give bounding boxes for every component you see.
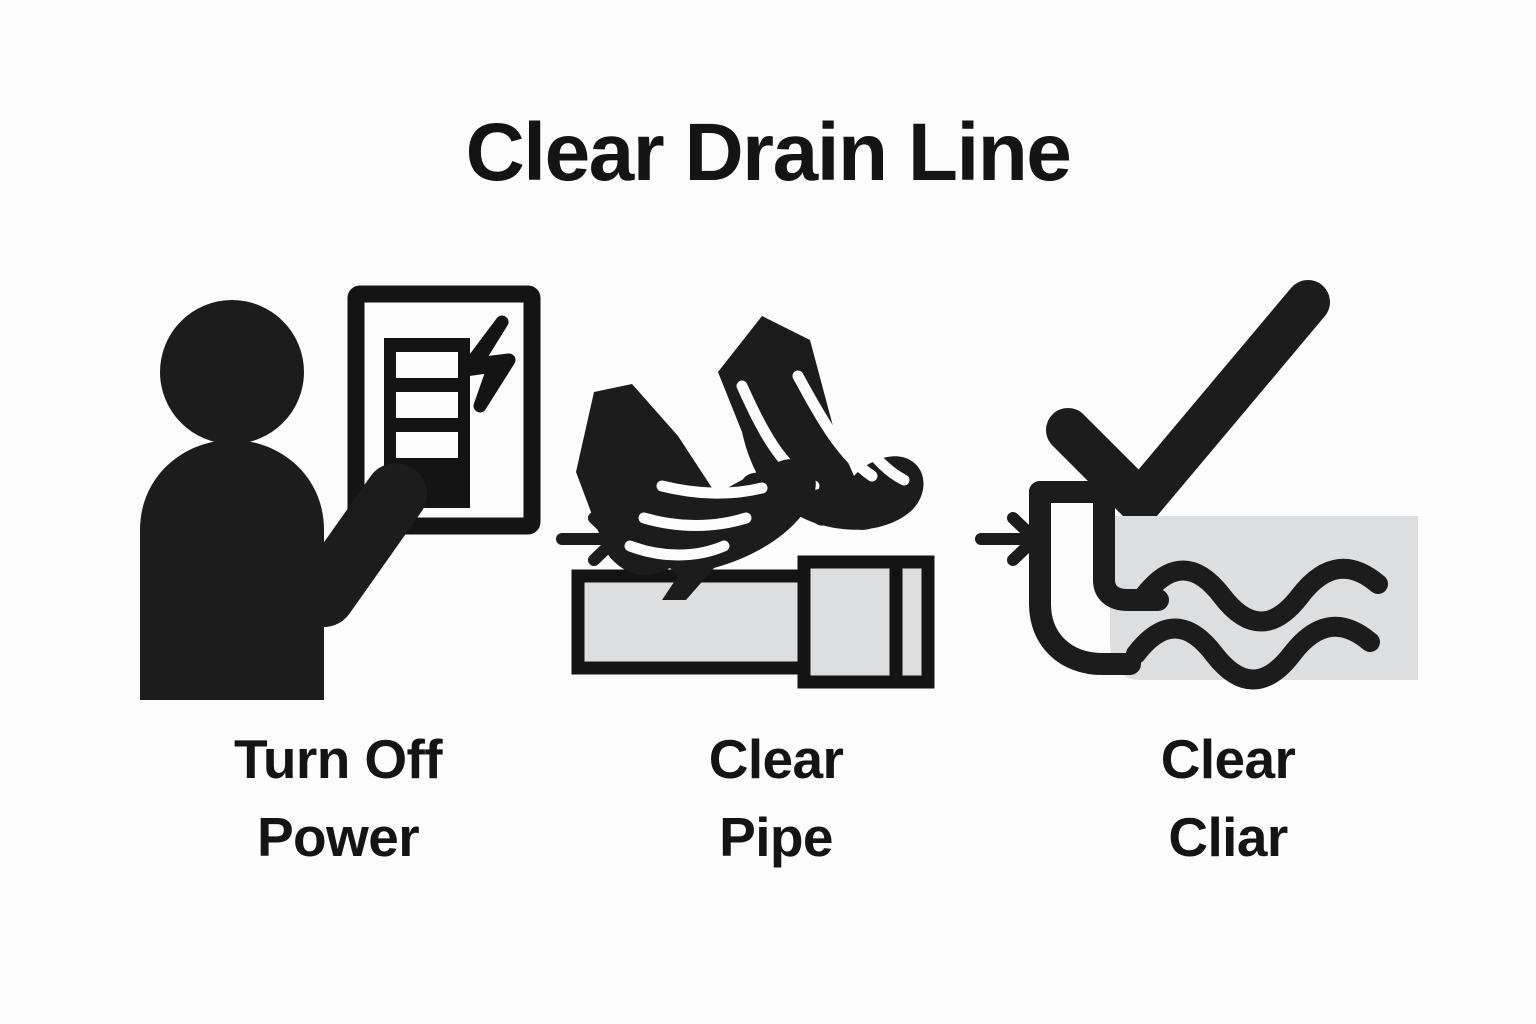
drain-pipe-outer	[1029, 481, 1141, 675]
step-label-turn-off-power: Turn Off Power	[128, 720, 548, 876]
steps-row: Turn Off Power	[118, 280, 1418, 920]
step-label-line-1: Clear	[708, 728, 844, 790]
person-electrical-panel-icon	[128, 280, 548, 700]
step-clear-pipe: Clear Pipe	[566, 280, 986, 920]
left-hand	[576, 384, 816, 600]
clear-water-drain-icon	[1018, 280, 1438, 700]
step-turn-off-power: Turn Off Power	[128, 280, 548, 920]
person-head	[160, 300, 304, 444]
checkmark-icon	[1046, 280, 1330, 524]
drain-pipe-inner	[1093, 481, 1169, 611]
step-label-clear-pipe: Clear Pipe	[566, 720, 986, 876]
step-label-line-1: Clear	[1160, 728, 1296, 790]
hands-clearing-pipe-icon	[566, 280, 986, 700]
step-label-clear-cliar: Clear Cliar	[1018, 720, 1438, 876]
water-wave-upper	[1134, 558, 1388, 632]
lightning-bolt-icon	[459, 315, 516, 413]
step-label-line-1: Turn Off	[233, 728, 443, 790]
step-label-line-2: Cliar	[1168, 806, 1288, 869]
step-label-line-2: Pipe	[719, 806, 833, 869]
pipe-coupling	[797, 555, 935, 689]
breaker-panel	[347, 285, 541, 535]
water-wave-lower	[1126, 616, 1380, 690]
step-clear-cliar: Clear Cliar	[1018, 280, 1438, 920]
page-title: Clear Drain Line	[465, 107, 1072, 198]
step-label-line-2: Power	[256, 806, 420, 869]
reaching-arm	[225, 463, 427, 627]
